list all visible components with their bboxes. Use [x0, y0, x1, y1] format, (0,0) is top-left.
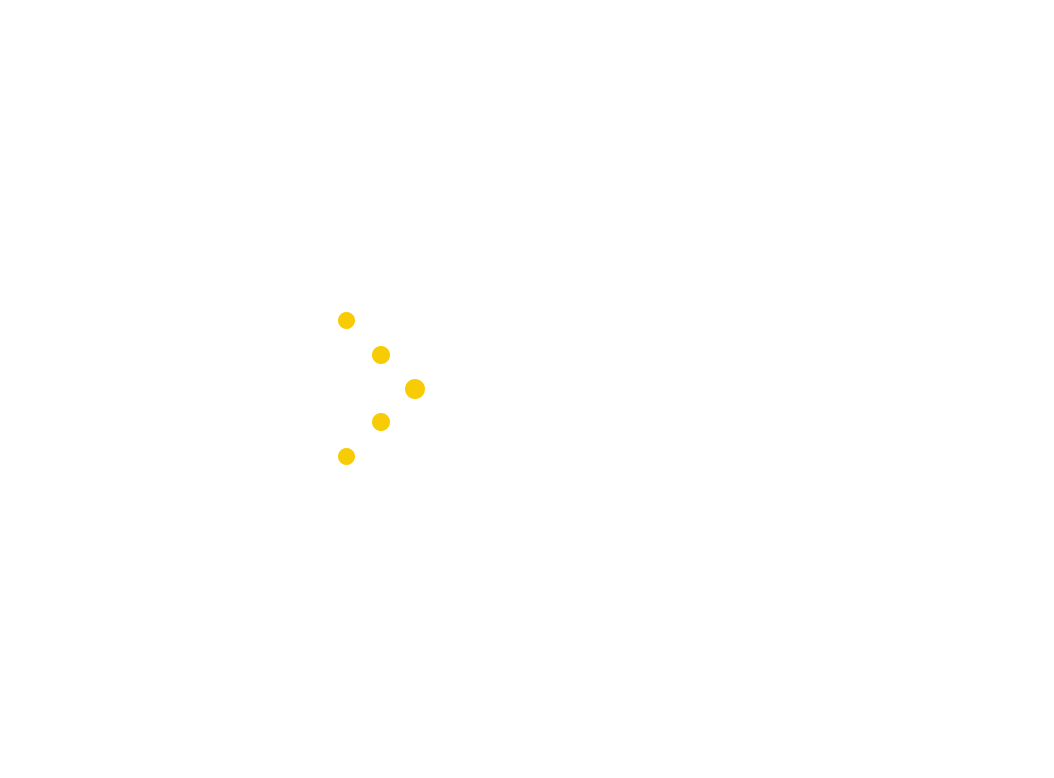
- dot: [338, 312, 355, 329]
- dot: [405, 379, 425, 399]
- dot: [338, 448, 355, 465]
- dot: [372, 346, 390, 364]
- dot: [372, 413, 390, 431]
